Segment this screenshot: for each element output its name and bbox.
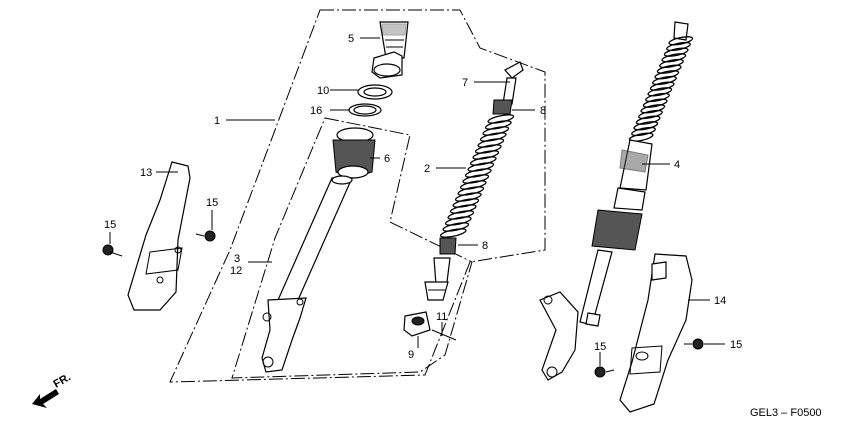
callout-8-upper: 8 [540,105,546,117]
spring-coil [656,64,682,74]
spring-coil [449,204,477,214]
callout-14: 14 [714,295,726,307]
callout-12: 12 [230,265,242,277]
spring-coil [668,36,694,46]
spring-coil [459,180,487,190]
spring-coil [479,132,507,142]
diagram-code: GEL3 – F0500 [750,407,822,419]
callout-labels: 5 10 16 1 6 7 8 2 8 11 9 3 12 4 13 14 15… [104,33,742,361]
callout-15-left-b: 15 [206,197,218,209]
spring-coil [454,192,482,202]
callout-6: 6 [384,153,390,165]
bolt-15-left-b[interactable] [195,230,216,242]
callout-8-lower: 8 [482,240,488,252]
callout-7: 7 [462,77,468,89]
spring-coil [633,121,659,131]
callout-16: 16 [310,105,322,117]
bolt-15-right-b[interactable] [684,338,704,350]
spring-coil [467,162,495,172]
spring-coil [661,53,687,63]
spring-coil [640,104,666,114]
spring-coil [442,222,470,232]
bolt-15-left-a[interactable] [102,244,123,257]
spring-coil [638,109,663,120]
callout-15-left-a: 15 [104,219,116,231]
part-collar-lower[interactable] [439,237,457,255]
part-dust-seal[interactable] [332,127,376,179]
spring-coil [464,168,492,178]
callout-11: 11 [436,311,447,323]
callout-1: 1 [214,115,220,127]
spring-coil [649,81,675,91]
leader-lines [109,37,725,366]
spring-coil [631,126,656,137]
spring-coil [663,47,689,57]
spring-coil [469,156,497,166]
part-damper-lower[interactable] [424,257,451,301]
spring-coil [645,92,670,103]
callout-3: 3 [234,253,240,265]
spring-coil [652,75,677,86]
spring-coil [477,138,505,148]
spring-coil [642,98,668,108]
spring-coil [444,216,472,226]
spring-coil [457,186,485,196]
part-nut-9[interactable] [403,311,431,337]
assembly-boundary [169,9,546,383]
callout-13: 13 [140,167,152,179]
spring-coil [462,174,490,184]
part-fork-cover-right[interactable] [619,253,693,413]
part-cap-bolt[interactable] [371,21,409,79]
spring-coil [447,210,475,220]
spring-coil [452,198,480,208]
front-direction-arrow: FR. [32,371,73,408]
direction-label: FR. [52,371,73,390]
callout-9: 9 [408,349,414,361]
part-spring[interactable] [439,113,515,239]
part-fork-assembly-right[interactable] [539,21,694,381]
callout-5: 5 [348,33,354,45]
part-damper-rod[interactable] [502,61,524,105]
callout-4: 4 [674,159,680,171]
spring-coil [482,126,510,136]
spring-coil [487,114,515,124]
callout-15-right-b: 15 [730,339,742,351]
part-ring-10[interactable] [357,84,393,100]
part-collar-upper[interactable] [492,99,513,115]
spring-coil [439,228,467,238]
callout-10: 10 [317,85,329,97]
part-pin-11[interactable] [431,329,457,341]
part-ring-16[interactable] [348,103,382,117]
spring-coil [472,150,500,160]
callout-2: 2 [424,163,430,175]
bolt-15-right-a[interactable] [594,366,615,378]
callout-15-right-a: 15 [594,341,606,353]
spring-coil [659,58,684,69]
spring-coil [474,144,502,154]
spring-coil [647,87,673,97]
spring-coil [484,120,512,130]
spring-coil [666,41,691,52]
inner-boundary [231,117,473,379]
spring-coil [635,115,661,125]
spring-coil [654,70,680,80]
part-fork-cover-left[interactable] [127,161,191,311]
part-fork-pipe[interactable] [261,175,353,373]
